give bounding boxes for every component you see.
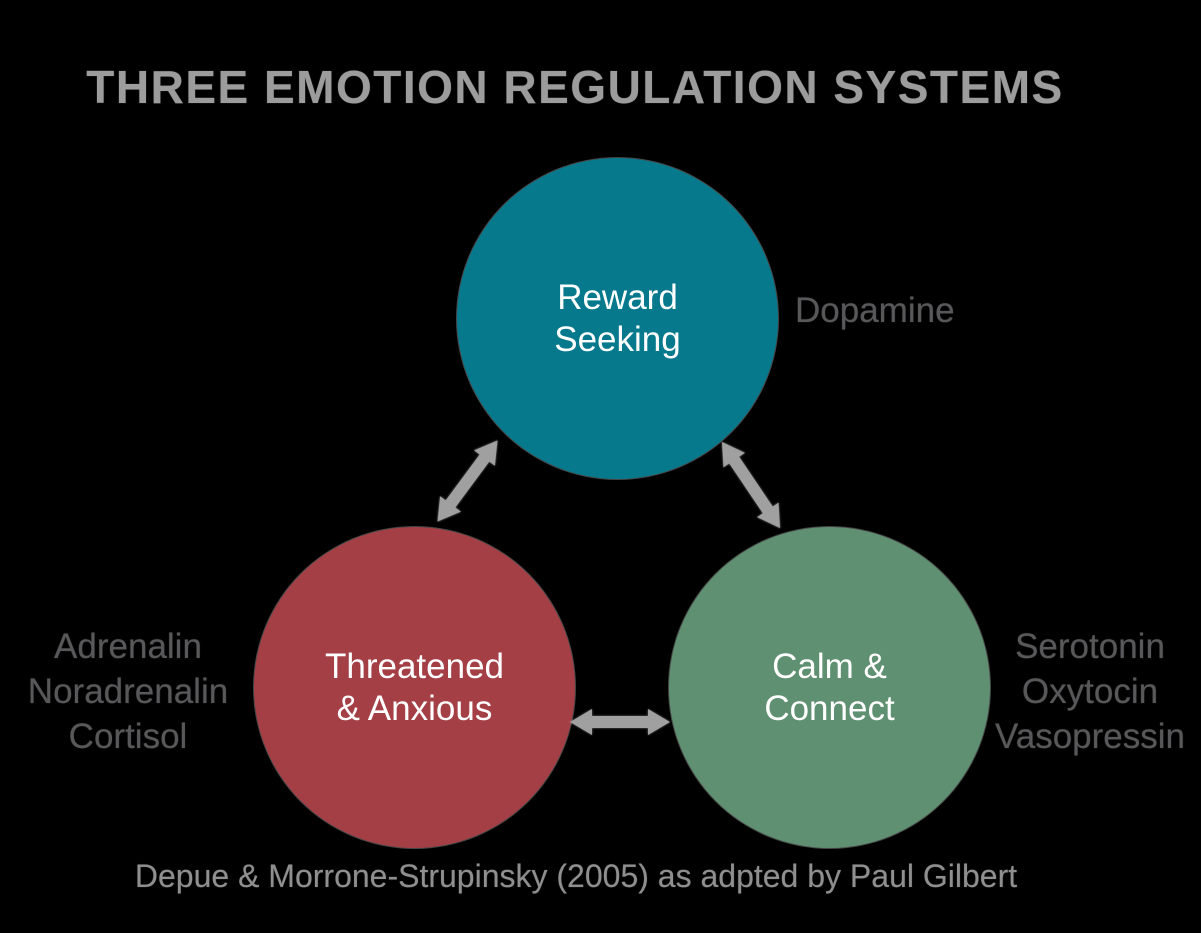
- neurotransmitter-line: Adrenalin: [54, 627, 202, 666]
- arrow-shaft: [592, 716, 648, 728]
- arrowhead-icon: [570, 709, 592, 735]
- neurotransmitter-label-threat: Adrenalin Noradrenalin Cortisol: [8, 624, 248, 759]
- circle-label-line: Threatened: [324, 646, 505, 686]
- circle-label-line: Reward: [557, 277, 678, 317]
- double-arrow-reward-threat: [427, 432, 508, 530]
- neurotransmitter-line: Cortisol: [68, 717, 188, 756]
- double-arrow-threat-calm: [570, 709, 670, 735]
- neurotransmitter-line: Dopamine: [795, 291, 955, 330]
- neurotransmitter-label-dopamine: Dopamine: [795, 288, 995, 333]
- circle-label-line: Seeking: [554, 319, 681, 359]
- arrowhead-icon: [648, 709, 670, 735]
- circle-reward-seeking-label: Reward Seeking: [554, 277, 680, 361]
- diagram-title: THREE EMOTION REGULATION SYSTEMS: [86, 61, 1064, 113]
- neurotransmitter-line: Oxytocin: [1021, 672, 1159, 711]
- arrow-shaft: [729, 456, 773, 514]
- circle-label-line: Connect: [764, 688, 895, 728]
- circle-label-line: & Anxious: [336, 688, 493, 728]
- neurotransmitter-line: Vasopressin: [994, 717, 1185, 756]
- circle-label-line: Calm &: [772, 646, 887, 686]
- circle-threatened-anxious-label: Threatened & Anxious: [325, 646, 504, 730]
- circle-reward-seeking: Reward Seeking: [457, 158, 778, 479]
- circle-calm-connect-label: Calm & Connect: [764, 646, 894, 730]
- circle-calm-connect: Calm & Connect: [669, 527, 990, 848]
- arrow-shaft: [445, 454, 490, 508]
- circle-threatened-anxious: Threatened & Anxious: [254, 527, 575, 848]
- citation-text: Depue & Morrone-Strupinsky (2005) as adp…: [134, 858, 1018, 894]
- neurotransmitter-line: Noradrenalin: [27, 672, 229, 711]
- double-arrow-reward-calm: [711, 434, 791, 536]
- neurotransmitter-line: Serotonin: [1015, 627, 1165, 666]
- neurotransmitter-label-calm: Serotonin Oxytocin Vasopressin: [980, 624, 1200, 759]
